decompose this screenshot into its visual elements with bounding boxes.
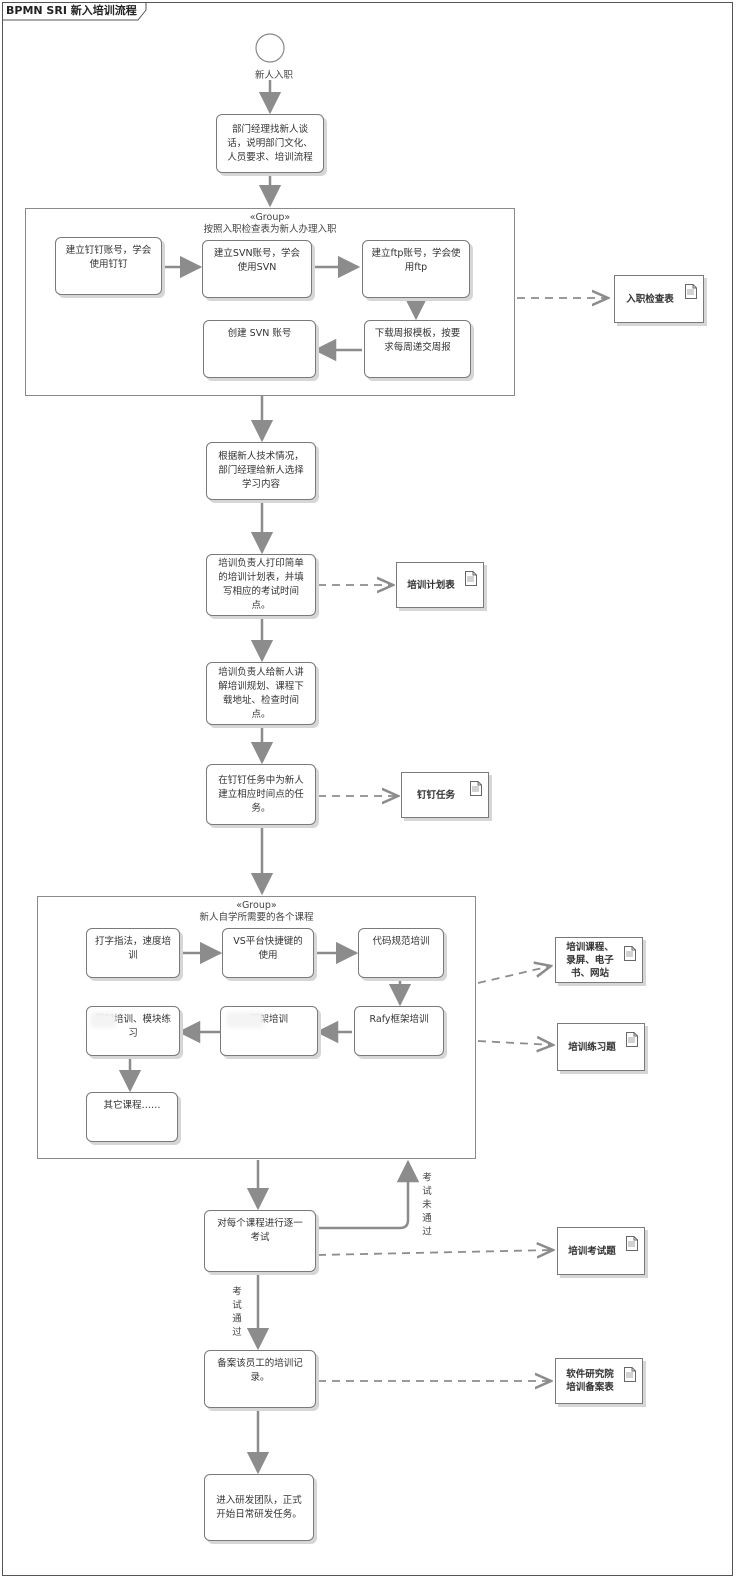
task-choose-content[interactable]: 根据新人技术情况，部门经理给新人选择学习内容 xyxy=(206,442,316,500)
task-exam-each-course[interactable]: 对每个课程进行逐一考试 xyxy=(204,1210,316,1272)
group-self-study xyxy=(37,896,476,1159)
start-event-label: 新人入职 xyxy=(255,70,294,81)
redacted-area xyxy=(90,1012,116,1028)
diagram-title: BPMN SRI 新入培训流程 xyxy=(6,4,137,17)
artifact-ding-task[interactable]: 钉钉任务 xyxy=(401,772,489,818)
group-self-study-name: 新人自学所需要的各个课程 xyxy=(199,912,314,923)
group-onboarding-label: «Group» 按照入职检查表为新人办理入职 xyxy=(25,212,515,236)
assoc-group2-exercises xyxy=(477,1041,553,1045)
task-explain-plan[interactable]: 培训负责人给新人讲解培训规划、课程下载地址、检查时间点。 xyxy=(206,662,316,725)
document-icon xyxy=(626,1236,638,1251)
task-rafy[interactable]: Rafy框架培训 xyxy=(354,1006,444,1056)
flow-t6-fail-back xyxy=(316,1159,420,1230)
document-icon xyxy=(685,284,697,299)
start-event-circle xyxy=(255,33,285,63)
task-typing[interactable]: 打字指法，速度培训 xyxy=(86,928,180,978)
artifact-course-materials[interactable]: 培训课程、录屏、电子书、网站 xyxy=(555,937,643,983)
redacted-area xyxy=(226,1012,264,1028)
artifact-exercises[interactable]: 培训练习题 xyxy=(557,1023,645,1071)
task-record-training[interactable]: 备案该员工的培训记录。 xyxy=(204,1350,316,1408)
group-onboarding-stereotype: «Group» xyxy=(249,212,291,223)
title-tab-outline xyxy=(2,2,147,21)
assoc-t6-exam xyxy=(317,1250,553,1255)
task-join-team[interactable]: 进入研发团队，正式开始日常研发任务。 xyxy=(204,1474,314,1541)
task-svn-account[interactable]: 建立SVN账号，学会使用SVN xyxy=(202,240,312,298)
group-onboarding xyxy=(25,208,515,396)
group-self-study-stereotype: «Group» xyxy=(236,900,277,911)
task-other-courses[interactable]: 其它课程…… xyxy=(86,1092,178,1142)
artifact-label: 入职检查表 xyxy=(626,293,674,305)
document-icon xyxy=(626,1032,638,1047)
artifact-training-record[interactable]: 软件研究院培训备案表 xyxy=(555,1358,643,1404)
task-ding-tasks[interactable]: 在钉钉任务中为新人建立相应时间点的任务。 xyxy=(206,764,316,825)
artifact-label: 软件研究院培训备案表 xyxy=(566,1369,614,1393)
task-code-standard[interactable]: 代码规范培训 xyxy=(358,928,444,978)
assoc-group2-courses xyxy=(477,966,551,984)
task-ftp-account[interactable]: 建立ftp账号，学会使用ftp xyxy=(362,240,470,298)
artifact-label: 培训考试题 xyxy=(568,1245,616,1257)
task-create-svn[interactable]: 创建 SVN 账号 xyxy=(203,320,316,378)
group-onboarding-name: 按照入职检查表为新人办理入职 xyxy=(203,224,337,235)
artifact-label: 培训练习题 xyxy=(568,1041,616,1053)
artifact-label: 培训课程、录屏、电子书、网站 xyxy=(566,941,614,979)
task-manager-talk[interactable]: 部门经理找新人谈话，说明部门文化、人员要求、培训流程 xyxy=(216,114,324,173)
task-ding-account[interactable]: 建立钉钉账号，学会使用钉钉 xyxy=(55,237,162,295)
artifact-training-plan[interactable]: 培训计划表 xyxy=(396,562,484,608)
task-weekly-report[interactable]: 下载周报模板，按要求每周递交周报 xyxy=(364,320,471,378)
document-icon xyxy=(470,781,482,796)
document-icon xyxy=(624,1367,636,1382)
task-vs-shortcuts[interactable]: VS平台快捷键的使用 xyxy=(222,928,314,978)
document-icon xyxy=(465,571,477,586)
artifact-label: 培训计划表 xyxy=(407,579,455,591)
task-print-plan[interactable]: 培训负责人打印简单的培训计划表，并填写相应的考试时间点。 xyxy=(206,554,316,616)
document-icon xyxy=(624,946,636,961)
artifact-exam-questions[interactable]: 培训考试题 xyxy=(557,1227,645,1275)
flow-label-pass: 考试通过 xyxy=(230,1286,241,1340)
artifact-label: 钉钉任务 xyxy=(416,789,455,801)
artifact-onboarding-checklist[interactable]: 入职检查表 xyxy=(614,275,704,323)
group-self-study-label: «Group» 新人自学所需要的各个课程 xyxy=(37,900,476,924)
flow-label-fail: 考试未通过 xyxy=(420,1172,431,1240)
